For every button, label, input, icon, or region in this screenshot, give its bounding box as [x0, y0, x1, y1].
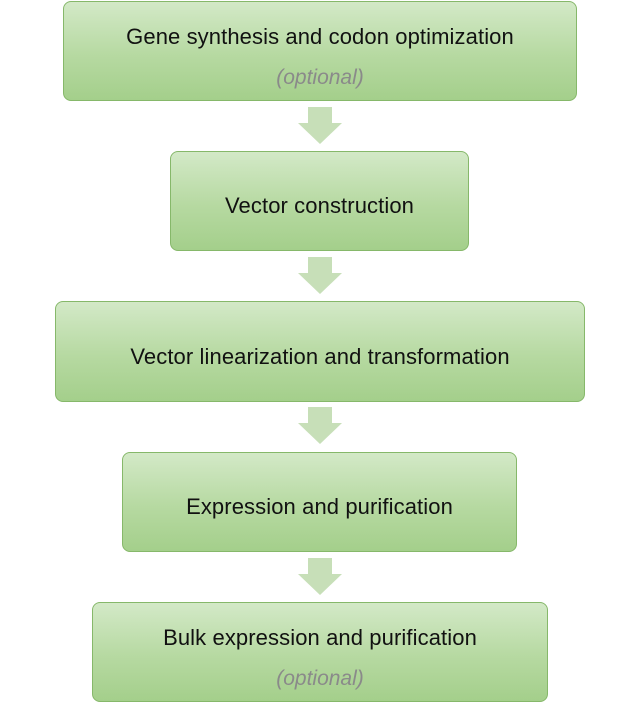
step-title: Expression and purification: [186, 494, 453, 519]
step-vector-construction: Vector construction: [170, 151, 469, 251]
down-arrow-icon: [296, 407, 344, 445]
step-gene-synthesis: Gene synthesis and codon optimization (o…: [63, 1, 577, 101]
step-title: Bulk expression and purification: [163, 625, 477, 650]
step-title: Vector linearization and transformation: [130, 344, 510, 369]
step-bulk-expression: Bulk expression and purification (option…: [92, 602, 548, 702]
step-expression-purification: Expression and purification: [122, 452, 517, 552]
step-title: Vector construction: [225, 193, 414, 218]
step-vector-linearization: Vector linearization and transformation: [55, 301, 585, 402]
step-optional-note: (optional): [276, 667, 364, 690]
down-arrow-icon: [296, 558, 344, 596]
down-arrow-icon: [296, 107, 344, 145]
down-arrow-icon: [296, 257, 344, 295]
step-optional-note: (optional): [276, 66, 364, 89]
step-title: Gene synthesis and codon optimization: [126, 24, 514, 49]
